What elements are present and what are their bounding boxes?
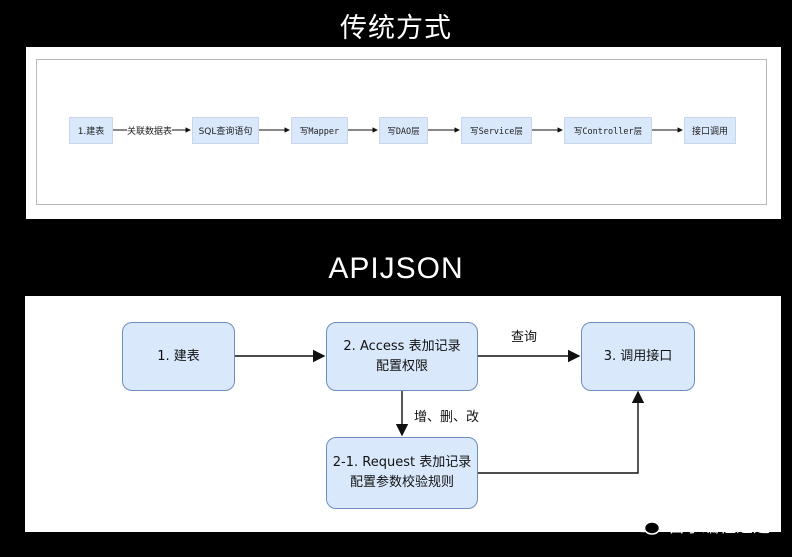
node-request-line2: 配置参数校验规则 [349,475,454,490]
node-access-line1: 2. Access 表加记录 [343,338,461,354]
apijson-title: APIJSON [328,252,464,285]
node-access-table: 2. Access 表加记录 配置权限 [326,322,478,391]
traditional-title: 传统方式 [340,13,452,44]
node-create-table-label: 1. 建表 [157,348,200,364]
node-call-api-label: 3. 调用接口 [603,348,673,364]
edge-label-query: 查询 [511,330,538,345]
apijson-diagram-panel: 1. 建表 2. Access 表加记录 配置权限 查询 3. 调用接口 增、删… [25,296,781,532]
node-access-line2: 配置权限 [375,358,428,374]
edge-label-link-tables: 关联数据表 [127,124,173,137]
node-request-table: 2-1. Request 表加记录 配置参数校验规则 [326,437,478,509]
node-call-api: 3. 调用接口 [581,322,695,391]
step-write-dao: 写DAO层 [379,117,428,144]
step-create-table: 1.建表 [69,117,113,144]
node-create-table: 1. 建表 [122,322,235,391]
node-request-text: 2-1. Request 表加记录 配置参数校验规则 [333,453,471,493]
step-write-mapper: 写Mapper [291,117,348,144]
wechat-icon [633,515,661,535]
watermark: 自学编程之道 [632,512,770,537]
traditional-diagram-panel: 1.建表 关联数据表 SQL查询语句 写Mapper 写DAO层 写Servic… [26,47,781,219]
watermark-text: 自学编程之道 [668,517,770,537]
edge-label-write: 增、删、改 [414,410,480,425]
node-request-line1: 2-1. Request 表加记录 [332,455,472,470]
step-sql-query: SQL查询语句 [192,117,259,144]
step-write-service: 写Service层 [461,117,532,144]
step-write-controller: 写Controller层 [564,117,652,144]
node-access-text: 2. Access 表加记录 配置权限 [343,337,460,377]
apijson-arrows [235,349,645,474]
traditional-diagram-frame [36,59,767,205]
step-call-api: 接口调用 [684,117,736,144]
